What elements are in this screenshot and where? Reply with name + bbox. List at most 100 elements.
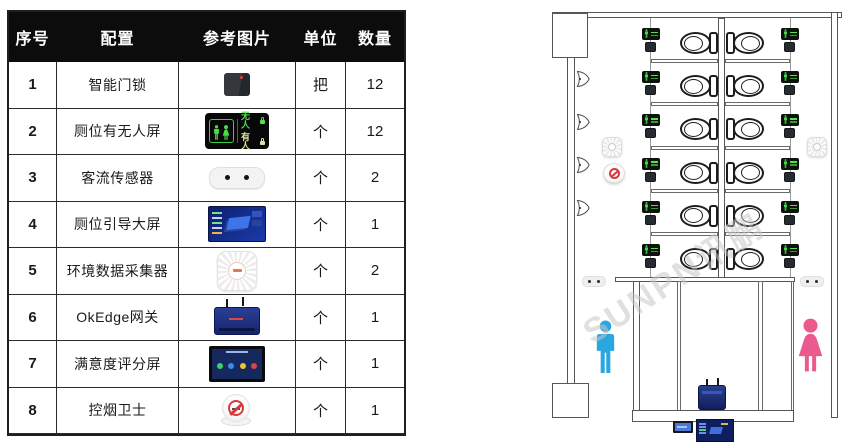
occupancy-screen-image: 无人有人 xyxy=(205,111,269,151)
outer-wall-left xyxy=(567,56,575,384)
occupancy-indicator-icon xyxy=(642,114,660,127)
row-number: 8 xyxy=(9,387,57,434)
toilet xyxy=(680,32,718,54)
occupancy-indicator-icon xyxy=(781,155,799,173)
stall-partition xyxy=(725,59,790,64)
item-name: 满意度评分屏 xyxy=(57,341,179,388)
item-unit: 个 xyxy=(296,155,346,202)
outer-wall-top xyxy=(552,12,842,18)
occupancy-indicator-icon xyxy=(781,244,799,256)
smoke-guard-image xyxy=(219,394,255,427)
door-lock-icon xyxy=(784,258,795,268)
env-collector-icon-right xyxy=(807,137,827,157)
env-collector-image xyxy=(217,250,257,291)
item-quantity: 1 xyxy=(346,341,404,388)
item-unit: 个 xyxy=(296,294,346,341)
person-icon xyxy=(783,111,788,129)
item-unit: 个 xyxy=(296,387,346,434)
item-quantity: 12 xyxy=(346,62,404,109)
occupancy-indicator-icon xyxy=(781,71,799,84)
occupancy-indicator-icon xyxy=(642,28,660,40)
toilet xyxy=(680,118,718,141)
door-lock-icon xyxy=(784,214,795,225)
smart-lock-image xyxy=(224,73,250,97)
door-lock-icon xyxy=(784,128,795,139)
door-lock-icon xyxy=(645,214,656,225)
door-lock-icon xyxy=(645,42,656,52)
no-smoking-icon xyxy=(603,163,625,183)
toilet xyxy=(680,204,718,227)
reference-image-cell xyxy=(179,294,296,341)
reference-image-cell xyxy=(179,248,296,295)
female-symbol xyxy=(796,318,825,372)
toilet xyxy=(726,32,764,54)
rating-screen-image xyxy=(209,345,265,382)
toilet xyxy=(680,75,718,98)
item-quantity: 1 xyxy=(346,201,404,248)
urinal xyxy=(576,156,591,174)
item-name: 厕位引导大屏 xyxy=(57,201,179,248)
person-icon xyxy=(783,155,788,173)
occupancy-indicator-icon xyxy=(642,244,660,256)
row-number: 6 xyxy=(9,294,57,341)
door-lock-icon xyxy=(645,128,656,139)
item-name: 厕位有无人屏 xyxy=(57,108,179,155)
person-icon xyxy=(783,198,788,216)
item-quantity: 12 xyxy=(346,108,404,155)
door-lock-icon xyxy=(645,171,656,182)
person-icon xyxy=(644,155,649,173)
person-icon xyxy=(644,25,649,43)
door-lock-icon xyxy=(784,171,795,182)
person-icon xyxy=(644,68,649,86)
vestibule-wall-2 xyxy=(677,281,681,411)
gateway-device xyxy=(698,379,726,410)
reference-image-cell xyxy=(179,62,296,109)
column-header: 数量 xyxy=(346,12,404,62)
vestibule-wall-3 xyxy=(758,281,763,411)
row-number: 3 xyxy=(9,155,57,202)
flow-sensor-image xyxy=(209,166,265,189)
flow-sensor-icon-left xyxy=(582,276,606,287)
item-quantity: 1 xyxy=(346,294,404,341)
restroom-floor-plan: SUNPN讯鹏 xyxy=(430,0,860,447)
restroom-figures-icon xyxy=(209,119,234,144)
env-collector-icon-left xyxy=(602,137,622,157)
toilet xyxy=(726,118,764,141)
row-number: 2 xyxy=(9,108,57,155)
occupied-label: 有人 xyxy=(241,131,251,151)
person-icon xyxy=(783,25,788,43)
toilet xyxy=(726,204,764,227)
reference-image-cell xyxy=(179,387,296,434)
stalls-bottom-wall xyxy=(615,277,795,282)
stall-door-line-right xyxy=(790,18,791,277)
gateway-image xyxy=(214,299,260,336)
utility-room-bottom-left xyxy=(552,383,589,418)
item-name: 智能门锁 xyxy=(57,62,179,109)
item-name: 控烟卫士 xyxy=(57,387,179,434)
stall-partition xyxy=(725,232,790,236)
reference-image-cell xyxy=(179,341,296,388)
urinal xyxy=(576,113,591,131)
stall-partition xyxy=(651,102,718,107)
door-lock-icon xyxy=(784,85,795,96)
guide-screen-image xyxy=(208,206,266,243)
reference-image-cell xyxy=(179,201,296,248)
stall-door-line-left xyxy=(650,18,651,277)
item-quantity: 1 xyxy=(346,387,404,434)
rating-screen-device xyxy=(673,421,693,433)
outer-wall-right xyxy=(831,12,838,418)
item-name: 客流传感器 xyxy=(57,155,179,202)
row-number: 5 xyxy=(9,248,57,295)
urinal xyxy=(576,70,591,88)
lock-icon xyxy=(260,137,265,145)
item-unit: 个 xyxy=(296,248,346,295)
occupancy-indicator-icon xyxy=(642,200,660,213)
column-header: 配置 xyxy=(57,12,179,62)
occupancy-indicator-icon xyxy=(642,68,660,86)
occupancy-indicator-icon xyxy=(781,198,799,216)
column-header: 序号 xyxy=(9,12,57,62)
reference-image-cell: 无人有人 xyxy=(179,108,296,155)
row-number: 7 xyxy=(9,341,57,388)
item-name: OkEdge网关 xyxy=(57,294,179,341)
